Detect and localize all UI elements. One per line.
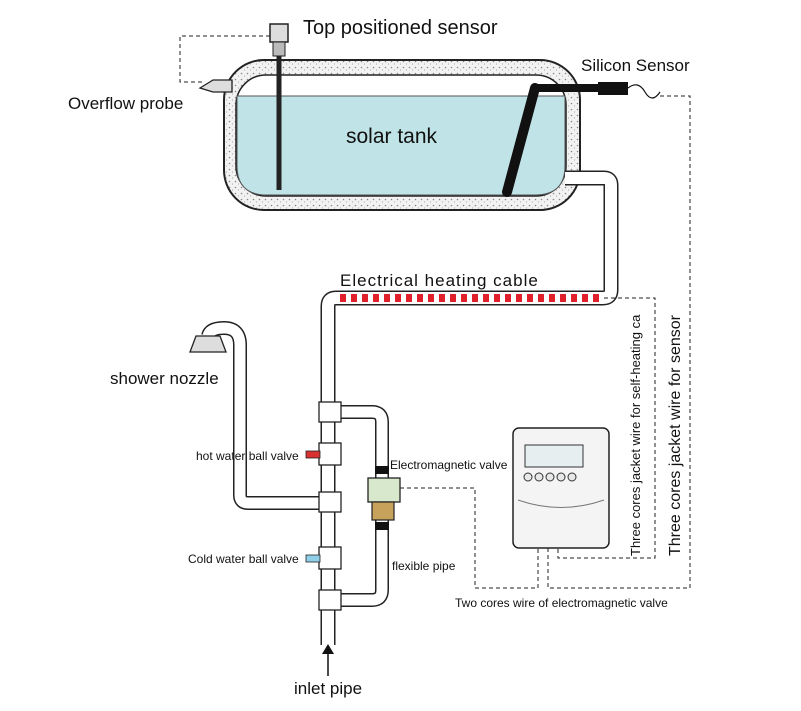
- sensor-wire-label: Three cores jacket wire for sensor: [667, 315, 684, 556]
- solar-tank-label: solar tank: [346, 125, 438, 148]
- silicon-sensor-cable: [627, 84, 661, 99]
- controller-panel-curve: [517, 499, 605, 508]
- controller-screen: [524, 444, 584, 468]
- inlet-arrowhead: [322, 644, 334, 654]
- cold-valve-label: Cold water ball valve: [188, 552, 299, 566]
- electromagnetic-valve-label: Electromagnetic valve: [390, 458, 508, 472]
- valve-dashed-wire: [400, 487, 539, 589]
- cold-valve-handle: [305, 554, 321, 563]
- silicon-sensor-plug: [598, 82, 628, 95]
- electromagnetic-valve-body: [371, 501, 395, 521]
- fitting-shower: [318, 491, 342, 513]
- heating-cable-label: Electrical heating cable: [340, 271, 539, 290]
- tank-water: [236, 95, 566, 196]
- top-sensor-label: Top positioned sensor: [303, 17, 498, 39]
- fitting-cold: [318, 546, 342, 570]
- heating-dashed-wire: [557, 297, 656, 559]
- hot-valve-handle: [305, 450, 321, 459]
- silicon-sensor-label: Silicon Sensor: [581, 56, 690, 75]
- shower-nozzle-label: shower nozzle: [110, 369, 219, 388]
- two-cores-wire-label: Two cores wire of electromagnetic valve: [455, 596, 668, 610]
- sensor-dashed-wire: [547, 95, 691, 589]
- top-sensor-head: [269, 23, 289, 43]
- shower-pipe: [201, 320, 328, 510]
- overflow-probe: [198, 79, 233, 93]
- top-sensor-wire: [179, 35, 270, 83]
- inlet-pipe-label: inlet pipe: [294, 679, 363, 698]
- silicon-sensor-rod: [502, 83, 540, 197]
- fitting-bottom: [318, 589, 342, 611]
- flexible-pipe-label: flexible pipe: [392, 559, 456, 573]
- fitting-top: [318, 401, 342, 423]
- fitting-hot: [318, 442, 342, 466]
- top-sensor-body: [272, 41, 286, 57]
- hot-valve-label: hot water ball valve: [196, 449, 299, 463]
- valve-band-bottom: [375, 522, 389, 530]
- heating-wire-label: Three cores jacket wire for self-heating…: [628, 314, 643, 556]
- electromagnetic-valve-coil: [367, 477, 401, 503]
- valve-band-top: [375, 466, 389, 474]
- overflow-probe-label: Overflow probe: [68, 94, 184, 113]
- shower-head: [189, 335, 227, 353]
